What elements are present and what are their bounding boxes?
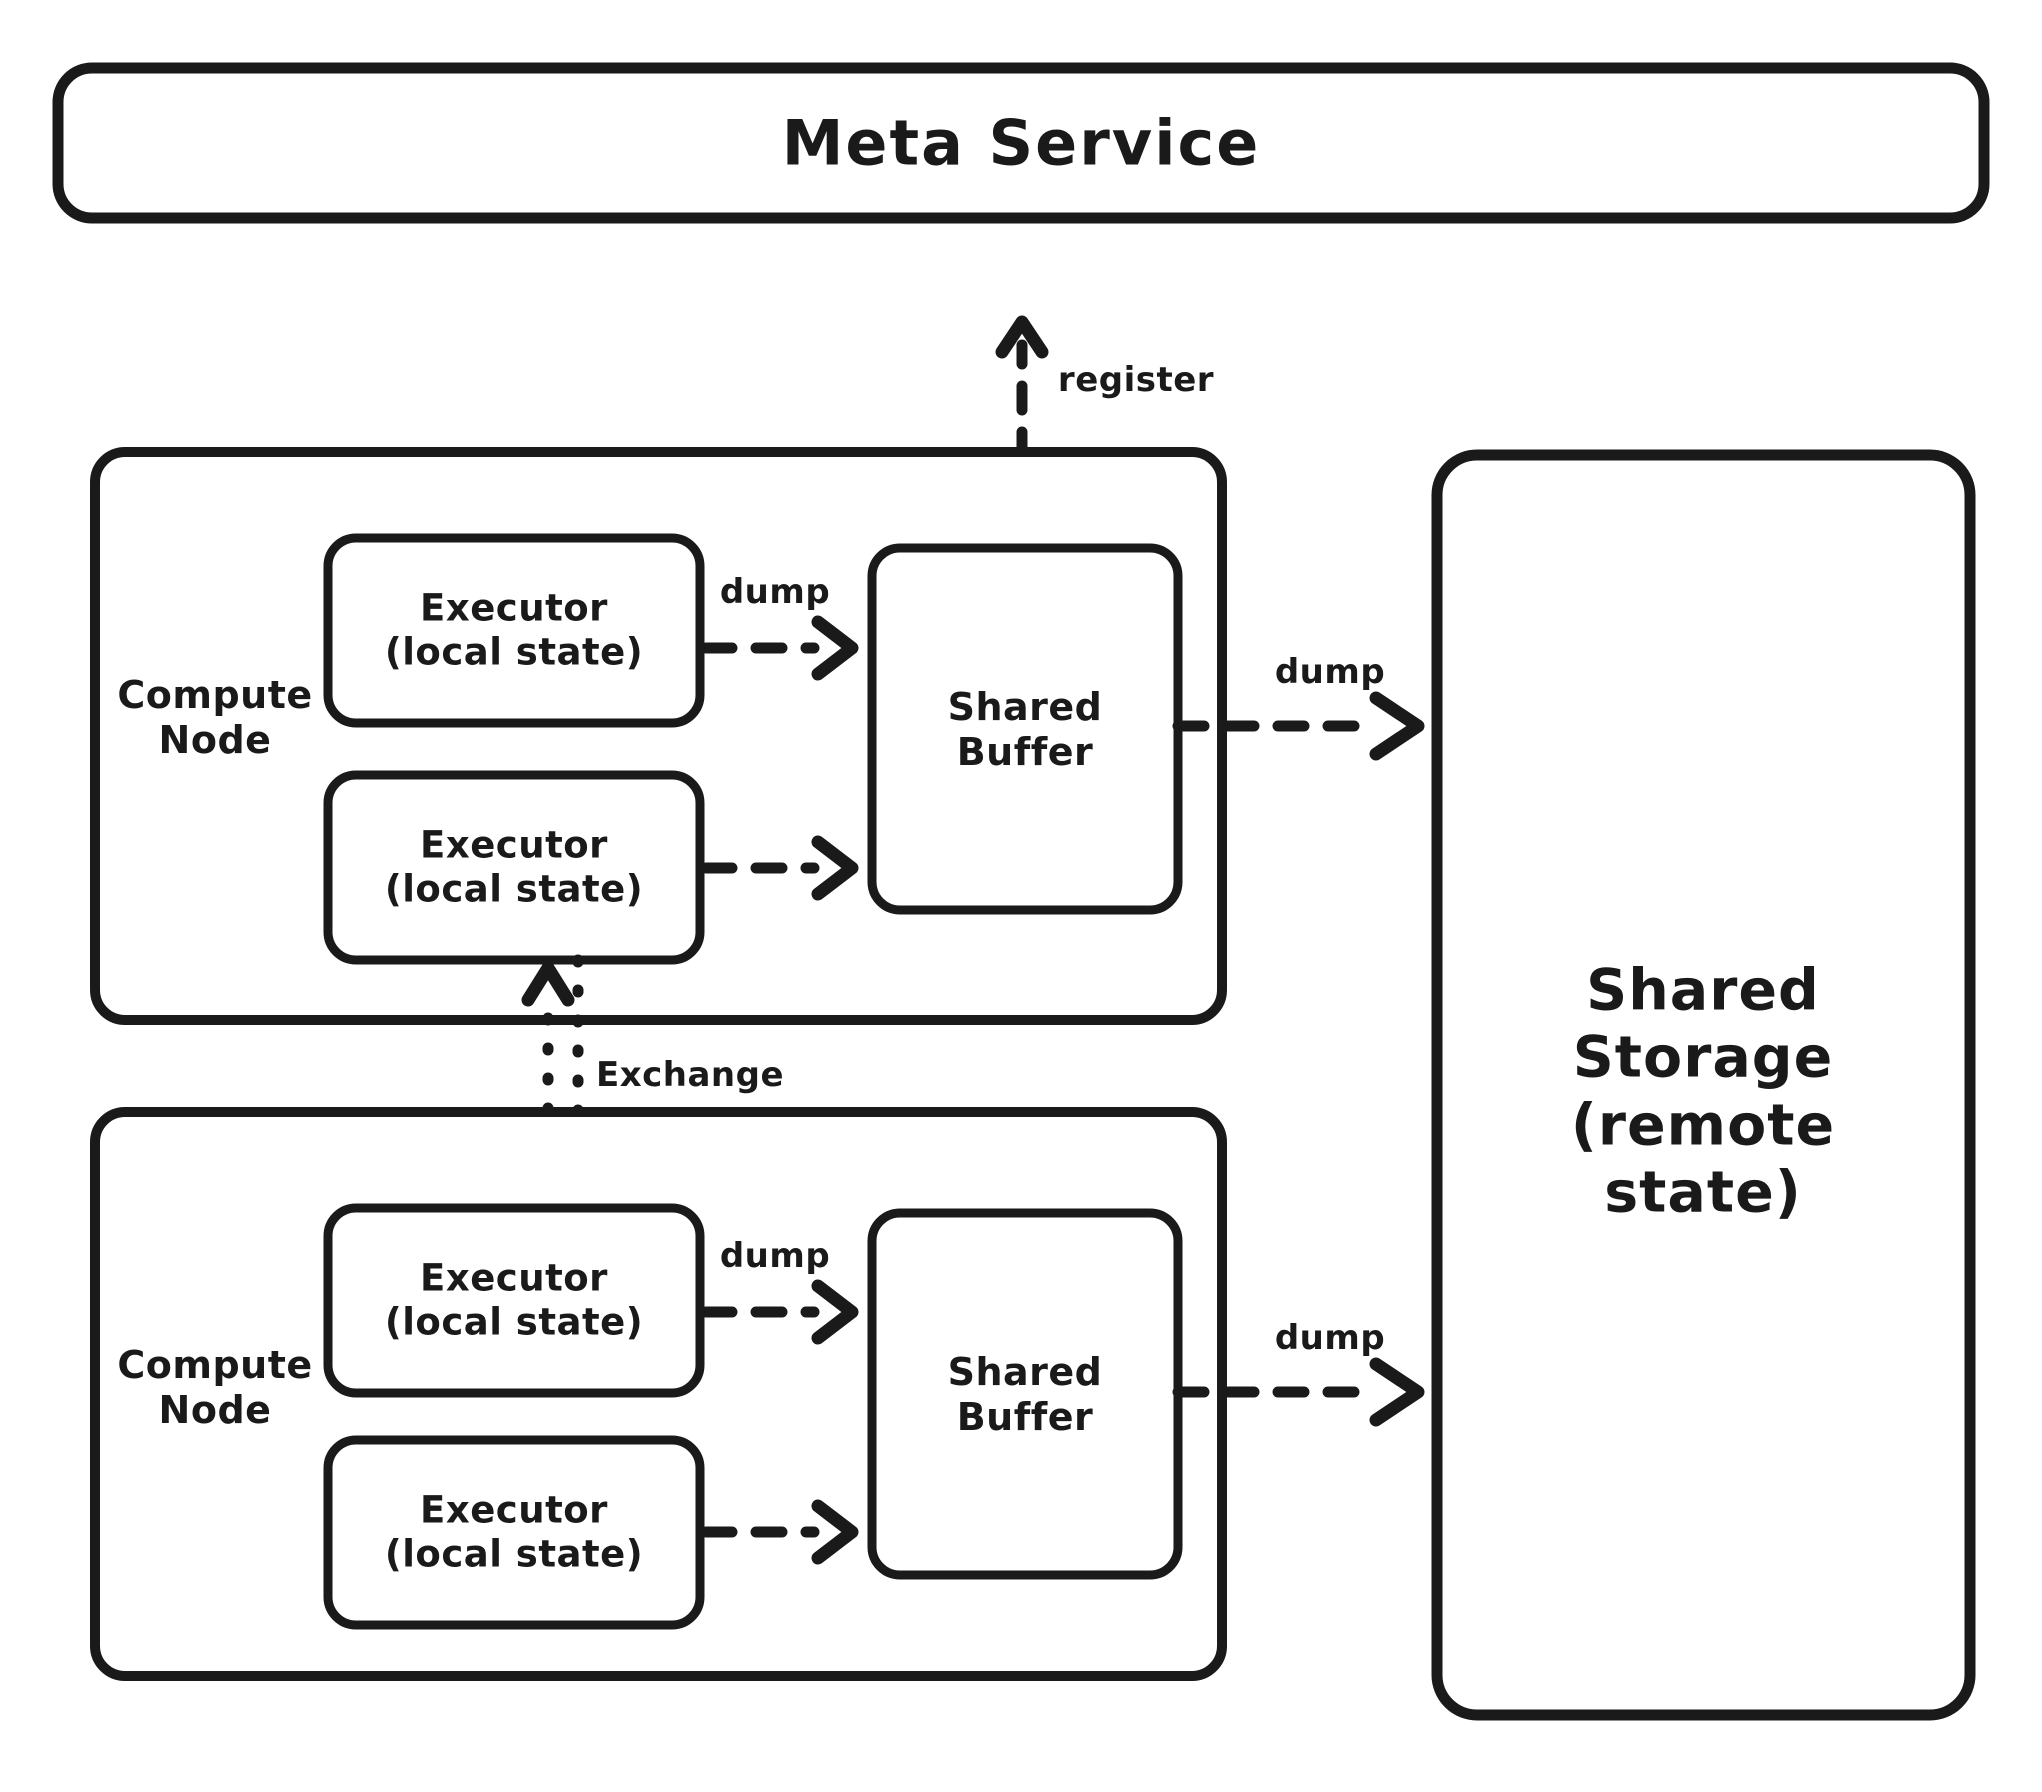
compute-node-1-executor-2-label: Executor (local state) <box>384 823 644 910</box>
compute-node-2-shared-buffer-label: Shared Buffer <box>947 1350 1103 1439</box>
compute-node-2-executor-2-label: Executor (local state) <box>384 1488 644 1575</box>
register-edge-label: register <box>1057 359 1215 400</box>
compute-node-1-executor-2-box[interactable] <box>323 770 705 965</box>
compute-node-2-storage-dump-edge-label: dump <box>1274 1317 1386 1358</box>
compute-node-1-dump-edge-label: dump <box>719 571 831 612</box>
compute-node-1-dump-arrow-1-head <box>811 615 859 681</box>
meta-service-label: Meta Service <box>781 106 1261 180</box>
compute-node-1-executor-1-label: Executor (local state) <box>384 586 644 673</box>
shared-storage-box[interactable] <box>1431 449 1976 1721</box>
compute-node-2-executor-1-label: Executor (local state) <box>384 1256 644 1343</box>
compute-node-2-dump-arrow-1-head <box>811 1279 859 1345</box>
compute-node-2-label: Compute Node <box>117 1343 313 1432</box>
exchange-arrow-up-head <box>521 961 575 1007</box>
compute-node-2-executor-1-box[interactable] <box>323 1203 705 1398</box>
compute-node-2-storage-dump-arrow-head <box>1369 1357 1425 1427</box>
compute-node-2-executor-2-box[interactable] <box>323 1435 705 1630</box>
compute-node-2-dump-arrow-2-head <box>811 1499 859 1565</box>
compute-node-1-executor-1-box[interactable] <box>323 533 705 728</box>
shared-storage-label: Shared Storage (remote state) <box>1570 957 1836 1226</box>
compute-node-1-storage-dump-edge-label: dump <box>1274 651 1386 692</box>
meta-service-box[interactable] <box>52 62 1990 224</box>
exchange-edge-label: Exchange <box>595 1054 785 1095</box>
compute-node-1-dump-arrow-2-head <box>811 835 859 901</box>
compute-node-2-dump-edge-label: dump <box>719 1235 831 1276</box>
compute-node-1-shared-buffer-label: Shared Buffer <box>947 685 1103 774</box>
compute-node-1-storage-dump-arrow-head <box>1369 691 1425 761</box>
compute-node-1-label: Compute Node <box>117 673 313 762</box>
register-arrow-head <box>995 315 1049 359</box>
